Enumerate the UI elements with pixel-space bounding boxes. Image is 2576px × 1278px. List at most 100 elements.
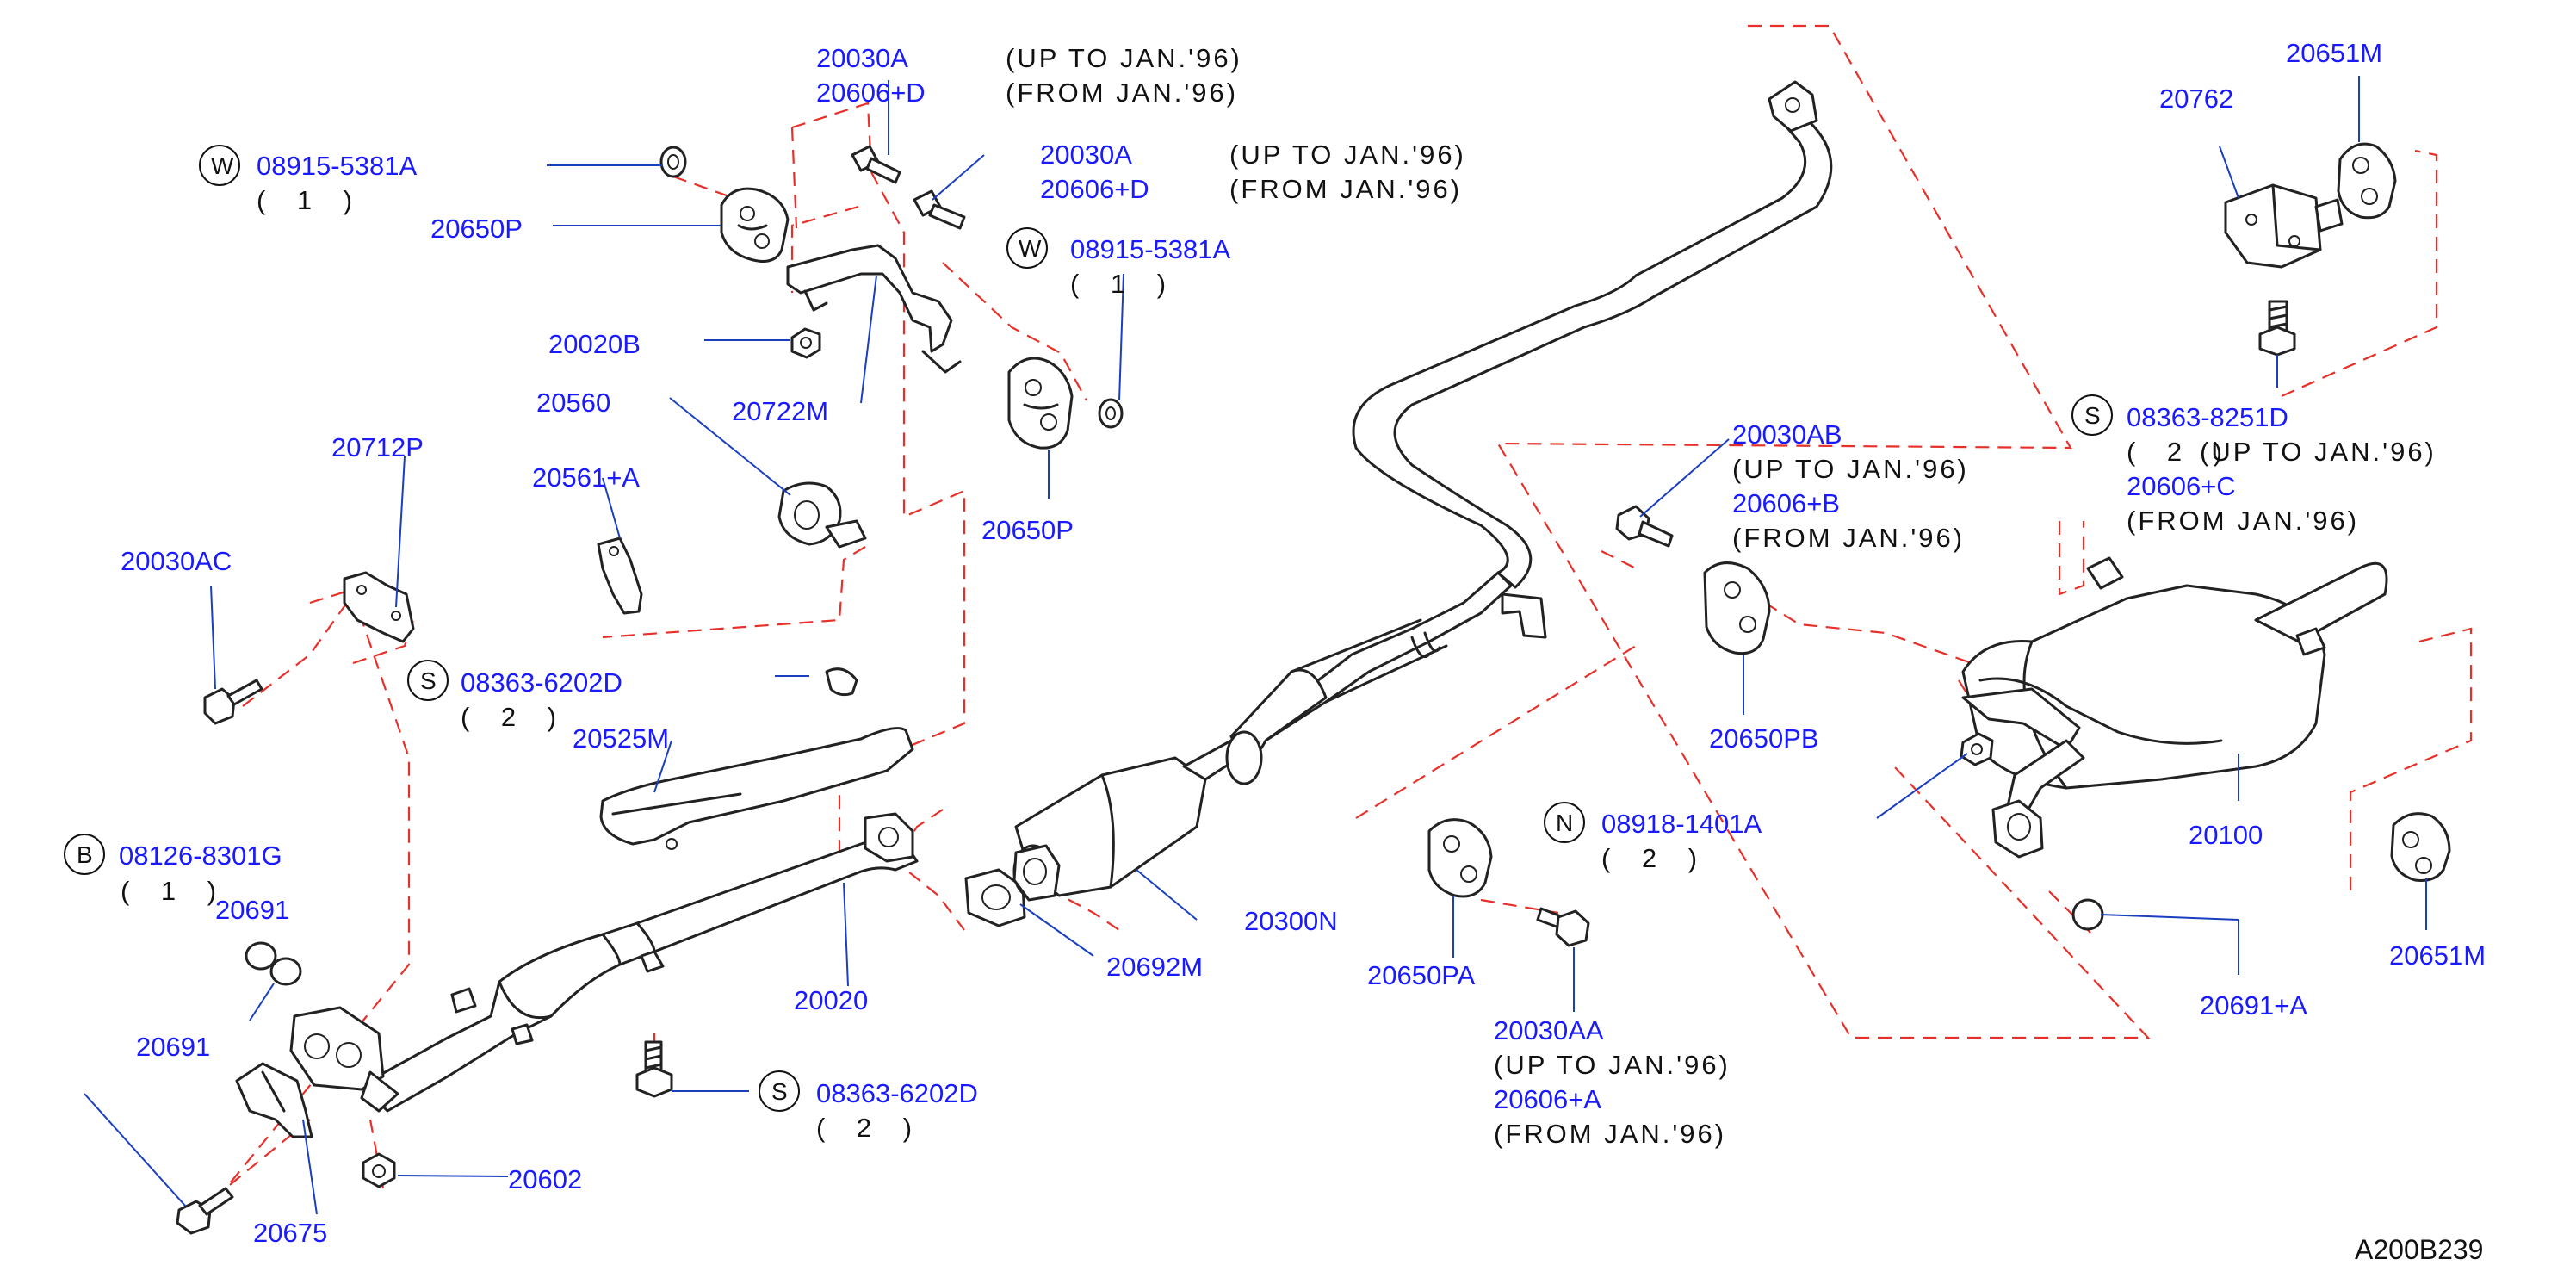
intermediate-pipe — [1352, 80, 1833, 639]
label-20692m: 20692M — [1106, 952, 1203, 982]
note-from-aa: (FROM JAN.'96) — [1494, 1119, 1726, 1149]
note-from-ab: (FROM JAN.'96) — [1732, 523, 1965, 553]
label-20030ab: 20030AB — [1732, 419, 1842, 450]
rubber-mount-20650p-left — [720, 187, 790, 263]
bolt-20030a-mid — [913, 189, 966, 230]
label-20691-b: 20691 — [136, 1032, 210, 1062]
label-20606d-top: 20606+D — [816, 78, 926, 108]
label-20561a: 20561+A — [532, 462, 640, 493]
qty-08915-right: ( 1 ) — [1070, 269, 1178, 299]
main-muffler-20100 — [1961, 556, 2388, 859]
washer-symbol: W — [1019, 235, 1042, 262]
gasket-20692m — [964, 868, 1026, 927]
qty-08126: ( 1 ) — [121, 876, 228, 906]
qty-08363-6202d-left: ( 2 ) — [461, 702, 568, 732]
leader-lines — [84, 76, 2427, 1215]
rubber-mount-20650p-right — [1007, 357, 1074, 450]
label-20712p: 20712P — [331, 432, 424, 462]
dashed-assembly-lines — [225, 24, 2473, 1189]
label-20650pb: 20650PB — [1709, 723, 1819, 754]
note-up-mid: (UP TO JAN.'96) — [1229, 140, 1466, 170]
screw-08363-8251d — [2258, 300, 2296, 357]
cap-20691a — [2071, 898, 2104, 931]
manifold-flange — [289, 1006, 399, 1113]
qty-08363-8251d: ( 2 ) — [2127, 437, 2234, 467]
note-up-8251: (UP TO JAN.'96) — [2200, 437, 2437, 467]
label-20691-a: 20691 — [215, 895, 289, 925]
label-20525m: 20525M — [573, 723, 669, 754]
label-20691a: 20691+A — [2200, 990, 2307, 1021]
component-drawings — [176, 80, 2451, 1235]
label-20722m: 20722M — [732, 396, 828, 426]
label-20675: 20675 — [253, 1218, 327, 1248]
gasket-20691-a — [245, 941, 277, 971]
bolt-20030a-top — [851, 145, 901, 184]
bolt-symbol: B — [77, 841, 93, 868]
catalytic-converter-20300n — [1012, 756, 1207, 902]
note-from-mid: (FROM JAN.'96) — [1229, 174, 1462, 204]
washer-symbol: W — [211, 152, 234, 179]
rubber-mount-20651m-bottom — [2390, 812, 2451, 882]
label-20606a: 20606+A — [1494, 1084, 1601, 1114]
label-20030ac: 20030AC — [121, 546, 232, 576]
qty-08915-left: ( 1 ) — [257, 185, 364, 215]
bracket-20722m — [786, 244, 962, 374]
screw-symbol: S — [771, 1078, 788, 1105]
label-20650p-left: 20650P — [430, 214, 523, 244]
stud-08363-6202d — [635, 1040, 673, 1098]
rubber-mount-20650pa — [1427, 818, 1493, 898]
label-20020b: 20020B — [548, 329, 641, 359]
label-20651m-bottom: 20651M — [2389, 940, 2486, 971]
qty-08918: ( 2 ) — [1601, 843, 1709, 873]
bolt-20030ab — [1615, 505, 1674, 548]
symbol-circles: W W S B S N S — [64, 145, 2113, 1112]
label-20020: 20020 — [794, 985, 868, 1015]
label-20560: 20560 — [536, 388, 610, 418]
label-08363-6202d: 08363-6202D — [816, 1078, 978, 1108]
label-20606c: 20606+C — [2127, 471, 2236, 501]
note-from-8251: (FROM JAN.'96) — [2127, 506, 2359, 536]
bolt-hidden — [825, 667, 858, 697]
label-20030a-top: 20030A — [816, 43, 908, 73]
label-08363-8251d: 08363-8251D — [2127, 402, 2288, 432]
center-muffler-pipe — [1182, 571, 1513, 785]
label-20030a-mid: 20030A — [1040, 140, 1132, 170]
label-20606b: 20606+B — [1732, 488, 1840, 518]
nut-20020b — [790, 327, 821, 359]
note-up-ab: (UP TO JAN.'96) — [1732, 454, 1969, 484]
label-20606d-mid: 20606+D — [1040, 174, 1149, 204]
label-08915-right: 08915-5381A — [1070, 234, 1230, 264]
label-20100: 20100 — [2189, 820, 2263, 850]
gasket-20691-b — [269, 957, 302, 986]
label-08126: 08126-8301G — [119, 841, 282, 871]
note-up-top: (UP TO JAN.'96) — [1006, 43, 1242, 73]
screw-symbol: S — [420, 667, 437, 694]
bracket-20762 — [2224, 183, 2344, 269]
nut-20602 — [362, 1152, 396, 1188]
label-20651m-top: 20651M — [2286, 38, 2382, 68]
nut-08918-right — [1960, 732, 1994, 766]
screw-symbol: S — [2084, 402, 2101, 429]
heat-cover-20675 — [235, 1062, 313, 1138]
label-20602: 20602 — [508, 1164, 582, 1194]
heat-shield-20525m — [599, 727, 914, 850]
note-from-top: (FROM JAN.'96) — [1006, 78, 1238, 108]
label-20650pa: 20650PA — [1367, 960, 1476, 990]
label-08363-6202d-left: 08363-6202D — [461, 667, 622, 698]
label-08918: 08918-1401A — [1601, 809, 1762, 839]
bolt-20030aa — [1536, 907, 1590, 947]
label-20300n: 20300N — [1244, 906, 1338, 936]
label-20650p-right: 20650P — [981, 515, 1074, 545]
note-up-aa: (UP TO JAN.'96) — [1494, 1050, 1731, 1080]
rubber-mount-20650pb — [1703, 561, 1771, 655]
nut-symbol: N — [1556, 810, 1573, 836]
label-20762: 20762 — [2159, 84, 2233, 114]
clamp-20561a — [597, 537, 643, 615]
bracket-20712p — [343, 571, 415, 643]
bolt-20030ac — [203, 679, 263, 725]
qty-08363-6202d: ( 2 ) — [816, 1113, 924, 1143]
labels: 20030A 20606+D (UP TO JAN.'96) (FROM JAN… — [119, 38, 2486, 1265]
rubber-mount-20651m-top — [2337, 142, 2397, 220]
diagram-code: A200B239 — [2355, 1234, 2483, 1265]
